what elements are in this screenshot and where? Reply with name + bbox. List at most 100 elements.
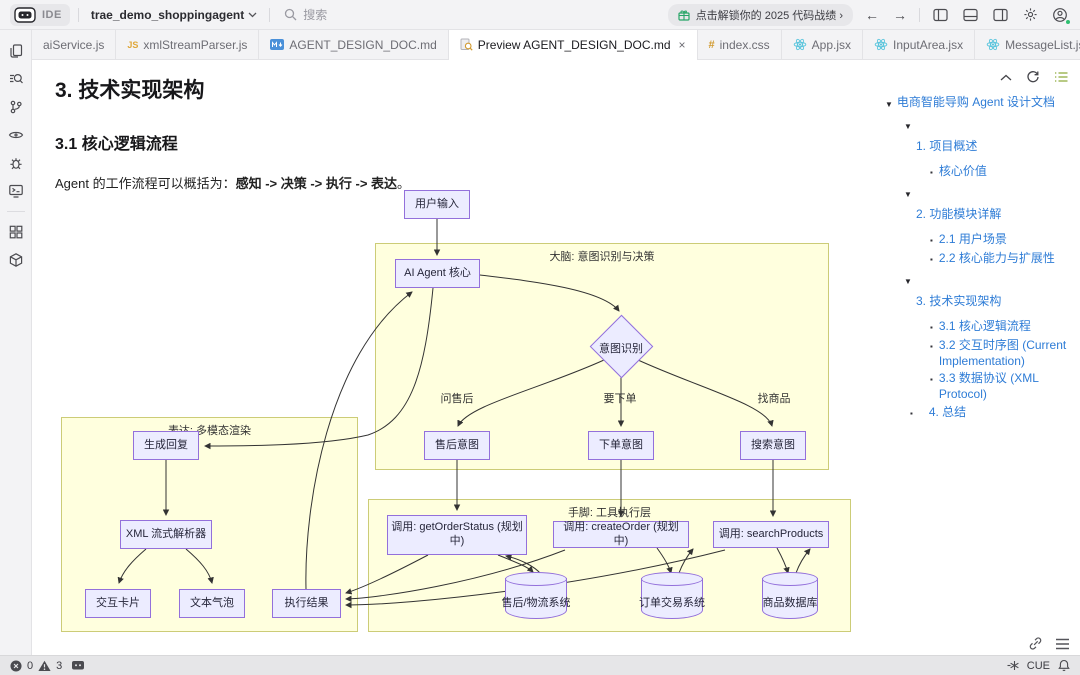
edge-label-order: 要下单 [603,393,637,405]
source-control-icon[interactable] [2,93,30,121]
tab-label: App.jsx [811,37,852,52]
toc-item-2[interactable]: 2. 功能模块详解 [916,207,1002,221]
node-call-getorderstatus: 调用: getOrderStatus (规划中) [387,515,527,555]
toc-item-3[interactable]: 3. 技术实现架构 [916,294,1002,308]
toggle-bottom-panel-button[interactable] [960,5,980,25]
files-icon[interactable] [2,37,30,65]
toc-expander[interactable]: ▼ [880,271,1072,290]
warnings-icon[interactable] [38,660,51,672]
para-prefix: Agent 的工作流程可以概括为： [55,176,236,191]
outline-toolbar [880,68,1072,94]
ide-logo-pill[interactable]: IDE [10,3,70,26]
toc-item-1-1[interactable]: ▪核心价值 [880,163,1072,181]
error-count[interactable]: 0 [27,659,34,672]
node-aftersale-intent: 售后意图 [424,431,490,460]
project-name: trae_demo_shoppingagent [90,7,245,22]
edge-label-search: 找商品 [757,393,791,405]
triangle-icon[interactable]: ▼ [885,100,893,109]
doc-paragraph: Agent 的工作流程可以概括为：感知 -> 决策 -> 执行 -> 表达。 [55,173,880,192]
tab-aiservice[interactable]: aiService.js [32,30,117,59]
node-order-db: 订单交易系统 [639,572,705,619]
triangle-icon[interactable]: ▼ [904,122,912,131]
trae-logo-icon [14,6,36,23]
link-icon[interactable] [1028,636,1043,651]
tab-preview-agent-design-doc[interactable]: Preview AGENT_DESIGN_DOC.md × [448,30,698,60]
toc-expander[interactable]: ▼ [880,116,1072,135]
edge-label-aftersale: 问售后 [440,393,474,405]
errors-icon[interactable] [10,659,22,672]
tab-label: index.css [719,37,770,52]
terminal-icon[interactable] [2,177,30,205]
nav-forward-button[interactable]: → [893,6,907,23]
tab-label: Preview AGENT_DESIGN_DOC.md [477,37,671,52]
menu-hamburger-icon[interactable] [1055,638,1070,650]
markdown-preview: 3. 技术实现架构 3.1 核心逻辑流程 Agent 的工作流程可以概括为：感知… [32,60,880,655]
divider [269,7,271,22]
bullet-icon: ▪ [930,255,933,264]
toc-item-1[interactable]: 1. 项目概述 [916,139,978,153]
promo-badge[interactable]: 点击解锁你的 2025 代码战绩 › [667,3,853,26]
triangle-icon[interactable]: ▼ [904,190,912,199]
online-status-dot [1065,18,1071,25]
bullet-icon: ▪ [910,409,913,418]
toc-item-3-3[interactable]: ▪3.3 数据协议 (XML Protocol) [930,371,1039,401]
toc-item-2-2[interactable]: ▪2.2 核心能力与扩展性 [880,250,1072,268]
global-search[interactable]: 搜索 [278,4,333,25]
settings-gear-icon[interactable] [1020,5,1040,25]
outline-list-icon[interactable] [1054,71,1068,83]
tab-inputarea-jsx[interactable]: InputArea.jsx [863,30,976,59]
triangle-icon[interactable]: ▼ [904,277,912,286]
toc-expander[interactable]: ▼ [880,184,1072,203]
preview-eye-icon[interactable] [2,121,30,149]
preview-doc-icon [460,38,473,51]
tab-agent-design-doc[interactable]: AGENT_DESIGN_DOC.md [259,30,449,59]
bullet-icon: ▪ [930,323,933,332]
status-bar: 0 3 CUE [0,655,1080,675]
trae-robot-icon[interactable] [71,660,85,671]
tab-index-css[interactable]: #index.css [698,30,782,59]
node-intent-label: 意图识别 [599,343,643,355]
node-logistics-db: 售后/物流系统 [501,572,571,619]
para-suffix: 。 [397,176,411,191]
search-in-files-icon[interactable] [2,65,30,93]
edge-createorder-to-ordersys [656,547,673,574]
cue-label[interactable]: CUE [1026,659,1050,672]
toc-title-row[interactable]: ▼电商智能导购 Agent 设计文档 [880,94,1072,113]
package-cube-icon[interactable] [2,246,30,274]
project-switcher[interactable]: trae_demo_shoppingagent [87,6,261,24]
edge-core-to-intent [479,274,620,312]
toc-title[interactable]: 电商智能导购 Agent 设计文档 [896,95,1055,109]
react-icon [874,38,888,51]
preview-corner-actions [1028,636,1070,651]
extensions-grid-icon[interactable] [2,218,30,246]
subgraph-tools-label: 手脚: 工具执行层 [567,507,652,519]
close-icon[interactable]: × [678,37,686,52]
toc-item-3-1[interactable]: ▪3.1 核心逻辑流程 [880,318,1072,336]
nav-back-button[interactable]: ← [865,6,879,23]
search-placeholder: 搜索 [303,8,328,22]
warning-count[interactable]: 3 [56,659,63,672]
edge-parser-to-card [117,548,147,584]
toc-item-4[interactable]: ▪4. 总结 [880,404,1072,422]
toc-item-3-2[interactable]: ▪3.2 交互时序图 (Current Implementation) [930,338,1067,368]
toggle-left-panel-button[interactable] [930,5,950,25]
bell-icon[interactable] [1058,659,1070,672]
react-icon [986,38,1000,51]
tab-app-jsx[interactable]: App.jsx [782,30,864,59]
toggle-right-panel-button[interactable] [990,5,1010,25]
refresh-icon[interactable] [1026,70,1040,84]
tab-messagelist-jsx[interactable]: MessageList.jsx [975,30,1080,59]
flowchart-diagram: 大脑: 意图识别与决策 表达: 多模态渲染 手脚: 工具执行层 [60,185,860,640]
edge-getorder-to-result [345,554,429,595]
collapse-up-icon[interactable] [1000,74,1012,81]
debug-bug-icon[interactable] [2,149,30,177]
toc-item-2-1[interactable]: ▪2.1 用户场景 [880,231,1072,249]
edge-searchproducts-to-db [776,547,790,574]
edge-createorder-to-result [345,549,566,603]
edge-parser-to-bubble [185,548,214,584]
account-avatar[interactable] [1050,5,1071,25]
node-call-searchproducts: 调用: searchProducts [713,521,829,548]
js-icon: JS [127,39,139,50]
